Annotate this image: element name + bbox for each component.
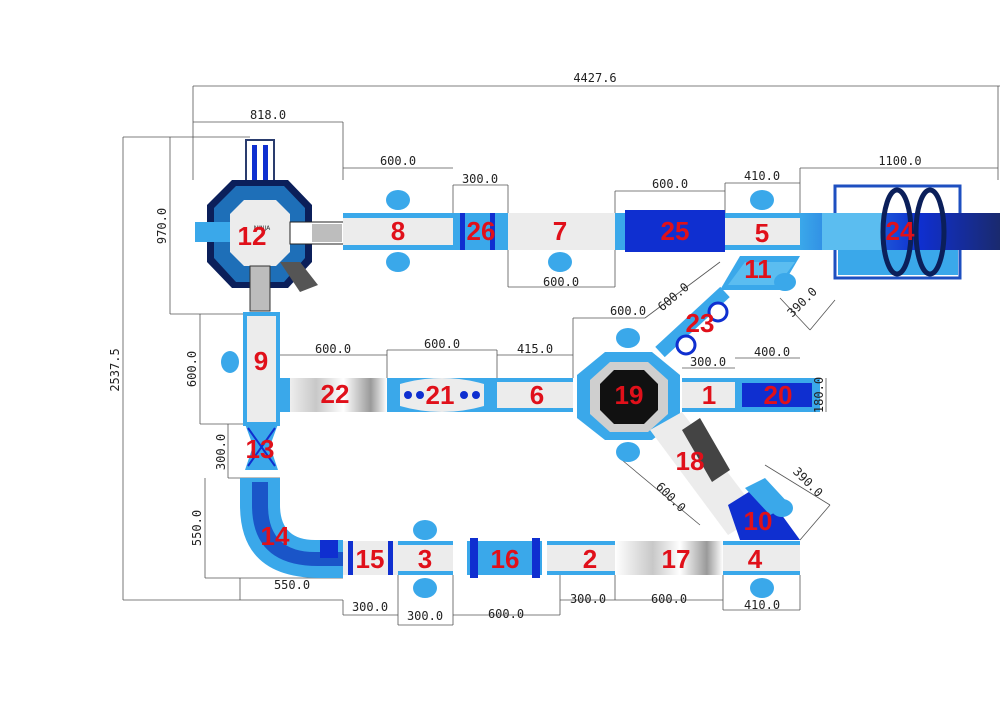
dim-6: 415.0 xyxy=(517,342,553,356)
dimension-labels: 4427.6 818.0 970.0 2537.5 600.0 300.0 60… xyxy=(108,71,922,623)
module-label-23: 23 xyxy=(686,308,715,338)
module-11: 11 xyxy=(720,254,800,291)
module-label-16: 16 xyxy=(491,544,520,574)
module-2: 2 xyxy=(547,541,615,575)
module-10: 10 xyxy=(728,478,800,540)
module-label-15: 15 xyxy=(356,544,385,574)
module-label-26: 26 xyxy=(467,216,496,246)
middle-lane: 22 21 6 xyxy=(278,378,573,412)
dim-5: 410.0 xyxy=(744,169,780,183)
module-label-13: 13 xyxy=(246,434,275,464)
module-6: 6 xyxy=(497,378,573,412)
dim-2: 300.0 xyxy=(570,592,606,606)
module-label-1: 1 xyxy=(702,380,716,410)
module-label-10: 10 xyxy=(744,506,773,536)
module-5: 5 xyxy=(750,190,774,248)
dim-total-height: 2537.5 xyxy=(108,348,122,391)
top-lane: 8 26 7 25 5 xyxy=(343,190,800,272)
module-23-ball-bridge: 23 xyxy=(655,286,730,358)
module-13: 13 xyxy=(245,424,278,470)
dim-14-width: 550.0 xyxy=(274,578,310,592)
module-label-24: 24 xyxy=(886,216,915,246)
module-3: 3 xyxy=(398,520,453,598)
dim-octagon-height: 970.0 xyxy=(155,208,169,244)
dim-17: 600.0 xyxy=(651,592,687,606)
module-label-17: 17 xyxy=(662,544,691,574)
module-label-22: 22 xyxy=(321,379,350,409)
dim-10: 390.0 xyxy=(790,464,825,499)
module-label-7: 7 xyxy=(553,216,567,246)
module-14-curved-slide: 14 xyxy=(240,478,343,578)
module-label-3: 3 xyxy=(418,544,432,574)
dim-21: 600.0 xyxy=(424,337,460,351)
dim-22: 600.0 xyxy=(315,342,351,356)
module-label-20: 20 xyxy=(764,380,793,410)
dim-8: 600.0 xyxy=(380,154,416,168)
dim-octagon-width: 818.0 xyxy=(250,108,286,122)
module-label-6: 6 xyxy=(530,380,544,410)
dim-13: 300.0 xyxy=(214,434,228,470)
module-label-25: 25 xyxy=(661,216,690,246)
module-label-8: 8 xyxy=(391,216,405,246)
dim-20-height: 180.0 xyxy=(812,377,826,413)
module-22: 22 xyxy=(278,378,387,412)
module-4: 4 xyxy=(723,541,800,598)
module-1: 1 xyxy=(682,378,735,412)
module-label-19: 19 xyxy=(615,380,644,410)
module-8: 8 xyxy=(386,190,410,272)
dim-18: 600.0 xyxy=(653,479,688,514)
module-16: 16 xyxy=(467,538,542,578)
module-15: 15 xyxy=(343,541,398,575)
module-7: 7 xyxy=(508,213,615,272)
logo-text: NINJA xyxy=(254,225,271,232)
module-17: 17 xyxy=(615,541,723,575)
module-label-18: 18 xyxy=(676,446,705,476)
module-label-2: 2 xyxy=(583,544,597,574)
dim-25: 600.0 xyxy=(652,177,688,191)
module-19-octagon: 19 xyxy=(577,328,680,462)
dim-24: 1100.0 xyxy=(878,154,921,168)
dim-7-below: 600.0 xyxy=(543,275,579,289)
module-label-14: 14 xyxy=(261,521,290,551)
dim-4: 410.0 xyxy=(744,598,780,612)
dim-overall-width: 4427.6 xyxy=(573,71,616,85)
module-label-5: 5 xyxy=(755,218,769,248)
dim-23-h: 600.0 xyxy=(610,304,646,318)
bottom-lane: 15 3 16 2 17 xyxy=(343,520,800,598)
dim-3: 300.0 xyxy=(407,609,443,623)
dim-1: 300.0 xyxy=(690,355,726,369)
module-26: 26 xyxy=(453,213,508,250)
module-9: 9 xyxy=(221,312,280,426)
module-label-4: 4 xyxy=(748,544,763,574)
module-label-21: 21 xyxy=(426,380,455,410)
dim-26: 300.0 xyxy=(462,172,498,186)
dim-15: 300.0 xyxy=(352,600,388,614)
dim-20: 400.0 xyxy=(754,345,790,359)
dim-9-height: 600.0 xyxy=(185,351,199,387)
module-12-octagon-tower: NINJA 12 xyxy=(195,139,346,312)
dim-14-height: 550.0 xyxy=(190,510,204,546)
module-label-12: 12 xyxy=(238,221,267,251)
module-25: 25 xyxy=(615,210,725,252)
module-20: 20 xyxy=(735,378,820,412)
dim-16: 600.0 xyxy=(488,607,524,621)
module-24-slide: 24 xyxy=(800,184,1000,280)
module-label-9: 9 xyxy=(254,346,268,376)
module-21: 21 xyxy=(387,378,497,412)
module-label-11: 11 xyxy=(744,254,772,284)
